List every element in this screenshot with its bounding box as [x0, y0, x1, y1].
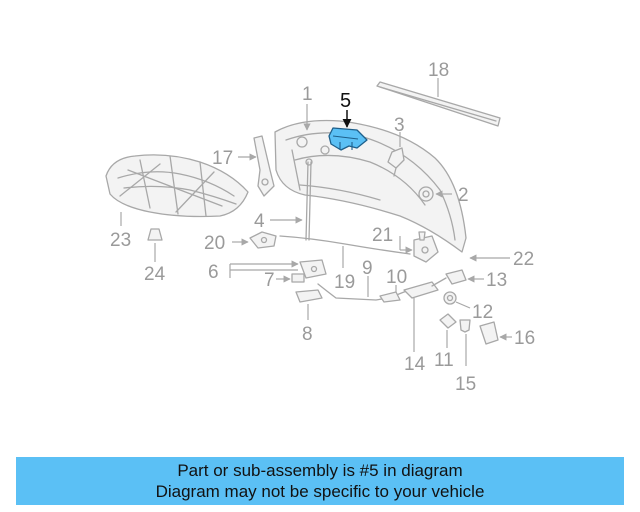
- nut-part: [443, 291, 457, 305]
- callout-11: 11: [434, 350, 454, 371]
- hood-latch-part: [413, 235, 439, 263]
- hood-bumper-part: [387, 147, 405, 177]
- callout-13: 13: [486, 270, 507, 291]
- callout-24: 24: [144, 264, 166, 285]
- cable-end-part: [431, 269, 467, 287]
- cable-part-9: [317, 283, 431, 301]
- callout-17: 17: [212, 148, 233, 169]
- support-part-14: [403, 281, 439, 299]
- insulator-pad-part: [105, 154, 249, 218]
- release-cable: [279, 235, 411, 255]
- prop-rod-part: [305, 158, 313, 241]
- callout-14: 14: [404, 354, 426, 375]
- hood-hinge-part: [253, 135, 275, 197]
- callout-5: 5: [340, 90, 351, 112]
- callout-15: 15: [455, 374, 476, 395]
- weatherstrip-part: [376, 81, 501, 127]
- callout-20: 20: [204, 233, 225, 254]
- banner-disclaimer-line: Diagram may not be specific to your vehi…: [155, 482, 485, 501]
- clip-part-7: [291, 273, 305, 283]
- rod-holder-part: [249, 231, 277, 249]
- pin-part-15: [459, 319, 471, 333]
- callout-19: 19: [334, 272, 355, 293]
- leader-6: [229, 264, 298, 278]
- callout-16: 16: [514, 328, 535, 349]
- callout-23: 23: [110, 230, 131, 251]
- parts-diagram: 1 2 3 4 5 6 7 8 9 10 11 12 13 14 15 16 1…: [105, 60, 535, 395]
- clip-part-24: [147, 228, 163, 241]
- bumper-part-16: [479, 321, 499, 345]
- callout-6: 6: [208, 262, 219, 283]
- handle-part-8: [295, 289, 323, 303]
- clip-part-10: [379, 291, 401, 303]
- callout-1: 1: [302, 84, 313, 105]
- release-handle-part: [299, 259, 327, 279]
- hood-latch-bracket-highlighted: [328, 127, 368, 151]
- callout-18: 18: [428, 60, 449, 81]
- callout-2: 2: [458, 185, 469, 206]
- callout-10: 10: [386, 267, 407, 288]
- clip-part-11: [439, 313, 457, 329]
- info-banner: Part or sub-assembly is #5 in diagram Di…: [16, 457, 624, 505]
- callout-7: 7: [264, 270, 275, 291]
- grommet-part: [418, 186, 434, 202]
- hood-panel: [274, 119, 467, 253]
- callout-8: 8: [302, 324, 313, 345]
- callout-9: 9: [362, 258, 373, 279]
- leader-12: [455, 301, 471, 309]
- callout-3: 3: [394, 115, 405, 136]
- callout-22: 22: [513, 249, 534, 270]
- callout-4: 4: [254, 211, 265, 232]
- callout-21: 21: [372, 225, 393, 246]
- callout-12: 12: [472, 302, 493, 323]
- banner-part-line: Part or sub-assembly is #5 in diagram: [177, 461, 463, 480]
- latch-pin-part: [418, 231, 426, 241]
